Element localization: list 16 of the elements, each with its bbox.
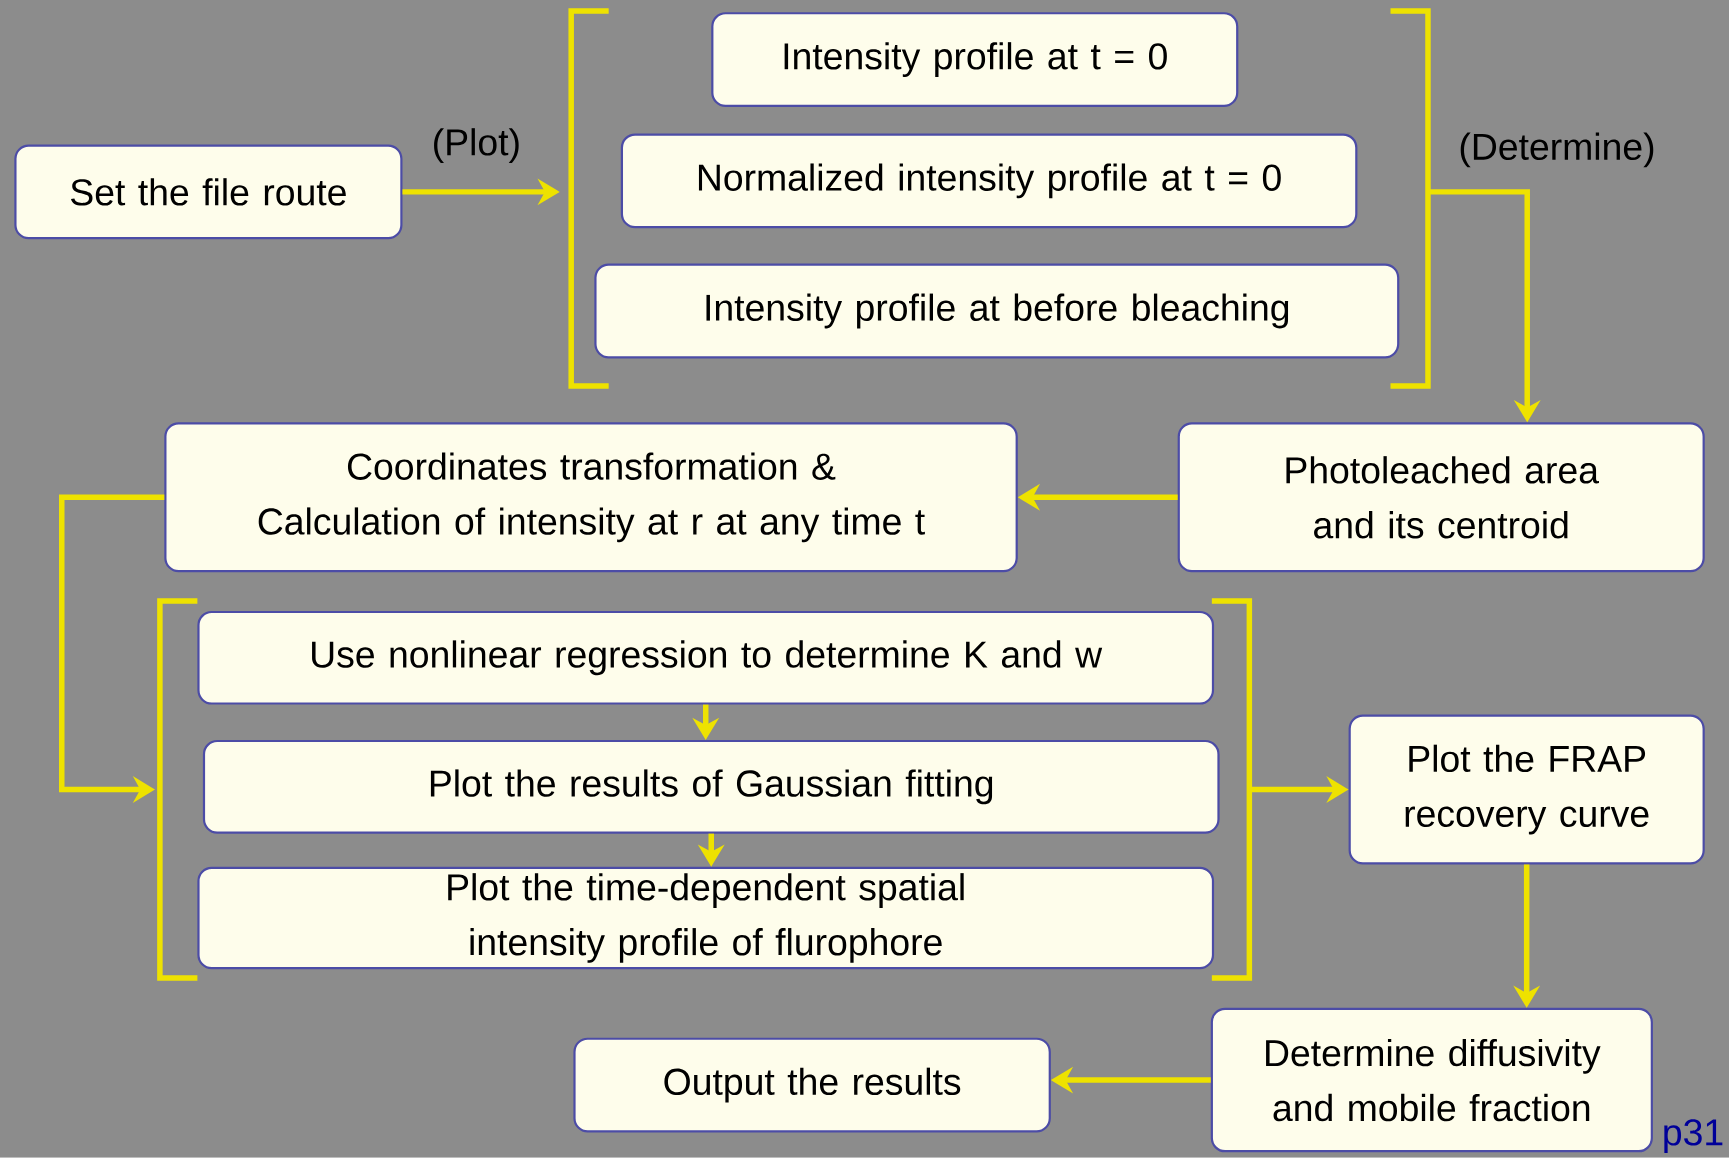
process-box: Intensity profile at before bleaching — [594, 263, 1400, 359]
process-box: Photoleached area and its centroid — [1177, 422, 1705, 573]
process-box: Output the results — [573, 1037, 1051, 1133]
bracket-drawing — [568, 8, 1431, 389]
process-box: Plot the time-dependent spatial intensity profile of flurophore — [197, 866, 1215, 970]
process-box: Intensity profile at t = 0 — [711, 12, 1239, 108]
edge-label: (Plot) — [434, 128, 519, 164]
bracket-drawing — [157, 598, 1253, 981]
process-box: Set the file route — [14, 144, 403, 240]
process-box: Plot the FRAP recovery curve — [1348, 714, 1705, 865]
process-box: Plot the results of Gaussian fitting — [202, 740, 1220, 834]
process-box: Determine diffusivity and mobile fraction — [1210, 1007, 1653, 1153]
process-box: Coordinates transformation & Calculation of intensity at r at any time t — [164, 422, 1018, 573]
process-box: Use nonlinear regression to determine K and w — [197, 611, 1215, 705]
edge-label: (Determine) — [1460, 132, 1654, 168]
process-box: Normalized intensity profile at t = 0 — [620, 133, 1358, 229]
